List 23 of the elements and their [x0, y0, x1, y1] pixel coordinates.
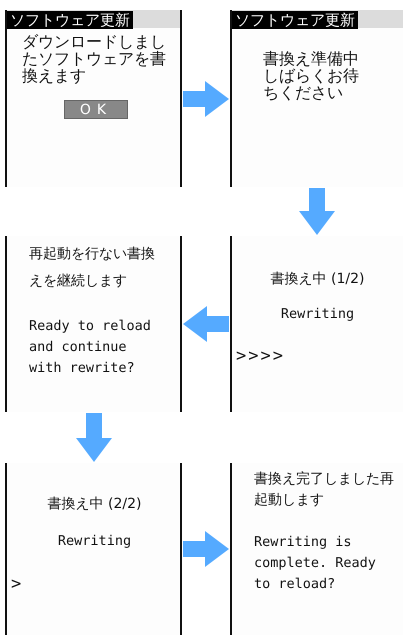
- ok-button: OK: [64, 100, 128, 119]
- arrow: [299, 188, 335, 235]
- status-text: 書換え中 (2/2): [46, 495, 142, 514]
- phone-screen: [5, 10, 182, 187]
- message-text: 再起動を行ない書換えを継続します: [29, 245, 156, 291]
- phone-screen: [5, 463, 182, 635]
- phone-screen: [230, 10, 403, 187]
- message-text: Ready to reload and continue with rewrite?: [29, 317, 152, 378]
- screen-title: ソフトウェア更新: [232, 11, 358, 29]
- progress-indicator: >: [11, 574, 24, 595]
- screen-title: ソフトウェア更新: [7, 11, 133, 29]
- arrow: [183, 81, 229, 117]
- status-text: Rewriting: [280, 305, 356, 324]
- message-text: 書換え準備中しばらくお待ちください: [263, 50, 360, 101]
- message-text: 書換え完了しました再起動します: [254, 470, 394, 510]
- progress-indicator: >>>>: [236, 346, 286, 367]
- arrow: [183, 531, 229, 567]
- status-text: 書換え中 (1/2): [270, 270, 366, 289]
- arrow: [183, 306, 229, 342]
- status-text: Rewriting: [56, 532, 132, 551]
- message-text: ダウンロードしましたソフトウェアを書換えます: [22, 33, 167, 84]
- message-text: Rewriting is complete. Ready to reload?: [254, 533, 377, 594]
- arrow: [76, 413, 112, 462]
